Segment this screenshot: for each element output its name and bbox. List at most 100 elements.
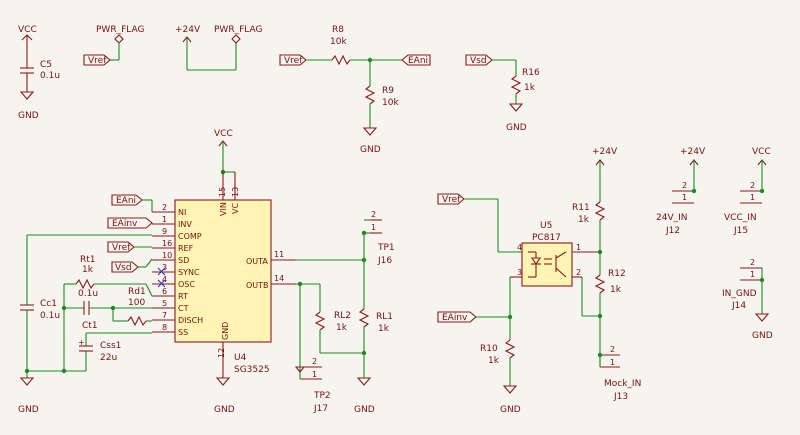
- rl2-value: 1k: [336, 323, 348, 333]
- pwr-flag-24v: +24V PWR_FLAG: [175, 25, 262, 71]
- ct1-value: 0.1u: [78, 289, 98, 299]
- u4-outa-name: OUTA: [246, 257, 268, 266]
- u4-pin-name: OSC: [178, 280, 195, 289]
- j14-pin1: 1: [750, 270, 755, 279]
- u5-pin1: 1: [576, 243, 581, 252]
- j14-value: J14: [731, 301, 746, 311]
- css1-value: 22u: [100, 353, 117, 363]
- rt1-value: 1k: [82, 265, 94, 275]
- u4-pin-name: REF: [178, 244, 194, 253]
- r12-ref: R12: [608, 269, 626, 279]
- j17-pin2: 2: [312, 357, 317, 366]
- j17-pin1: 1: [312, 370, 317, 379]
- u4-value: SG3525: [234, 365, 270, 375]
- rt1-ref: Rt1: [80, 255, 96, 265]
- gnd-label-2: GND: [360, 145, 381, 155]
- pwr-flag-vref: PWR_FLAG Vref: [83, 25, 144, 66]
- u4-vin-name: VIN: [219, 202, 228, 216]
- vsd-label-2: Vsd: [115, 263, 132, 273]
- j13-pin1: 1: [610, 358, 615, 367]
- u4-pin-name: SD: [178, 256, 189, 265]
- vcc-label-u4: VCC: [214, 129, 233, 139]
- j15-value: J15: [733, 226, 748, 236]
- css1-plus: +: [78, 338, 85, 347]
- tp1-value: J16: [377, 256, 392, 266]
- rl1-ref: RL1: [376, 312, 393, 322]
- p24-label-3: +24V: [680, 147, 706, 157]
- r9-ref: R9: [382, 86, 394, 96]
- u4-pin-name: SYNC: [178, 268, 200, 277]
- j14-in-gnd: 2 1 IN_GND J14 GND: [722, 258, 773, 341]
- j14-ref: IN_GND: [722, 289, 757, 299]
- j12-pin1: 1: [682, 193, 687, 202]
- u4-vc-name: VC: [231, 203, 240, 214]
- j13-pin2: 2: [610, 345, 615, 354]
- u5-pin2: 2: [576, 268, 581, 277]
- j13-ref: Mock_IN: [604, 379, 641, 389]
- r10-ref: R10: [480, 344, 498, 354]
- gnd-label-7: GND: [752, 331, 773, 341]
- p24-label-2: +24V: [592, 147, 618, 157]
- j12-ref: 24V_IN: [656, 213, 688, 223]
- j16-pin2: 2: [371, 210, 376, 219]
- eani-label-2: EAni: [116, 196, 136, 206]
- u5-ref: U5: [540, 221, 552, 231]
- eainv-label-2: EAinv: [442, 313, 468, 323]
- css1-ref: Css1: [100, 341, 121, 351]
- u4-pin-num: 1: [162, 215, 167, 224]
- r9-value: 10k: [382, 98, 399, 108]
- r11-ref: R11: [572, 203, 590, 213]
- u4-pin11-num: 11: [274, 250, 284, 259]
- gnd-label: GND: [18, 111, 39, 121]
- rl2-ref: RL2: [334, 311, 351, 321]
- u5-pc817: Vref 4 3 1 2 U5 PC817 EAinv R10 1k: [437, 147, 641, 415]
- vref-label-2: Vref: [284, 56, 303, 66]
- r8-ref: R8: [332, 25, 344, 35]
- vref-label-3: Vref: [112, 243, 131, 253]
- u4-pin-num: 4: [162, 275, 167, 284]
- u4-sg3525: VCC 15 13 VIN VC 2NI1INV9COMP16REF10SD3S…: [152, 129, 296, 415]
- cc1-value: 0.1u: [40, 311, 60, 321]
- rd1-ref: Rd1: [128, 287, 146, 297]
- r16-ref: R16: [522, 68, 540, 78]
- pwr-flag-label-2: PWR_FLAG: [214, 25, 262, 35]
- u4-pin14-num: 14: [274, 274, 284, 283]
- r8-r9-divider: Vref EAni R8 10k R9 10k GND: [279, 25, 431, 155]
- u4-gnd-name: GND: [221, 322, 230, 340]
- u4-pin15-num: 15: [218, 187, 227, 197]
- cc1-ref: Cc1: [40, 299, 57, 309]
- r16-value: 1k: [524, 83, 536, 93]
- j15-vcc-in: VCC 2 1 VCC_IN J15: [724, 147, 771, 236]
- rl1-value: 1k: [378, 324, 390, 334]
- u4-pin-num: 6: [162, 287, 167, 296]
- u4-body: [174, 199, 272, 343]
- vsd-label: Vsd: [470, 56, 487, 66]
- u5-pin3: 3: [517, 268, 522, 277]
- u4-pin-num: 16: [162, 239, 172, 248]
- c5-ref: C5: [40, 60, 52, 70]
- gnd-label-5: GND: [354, 405, 375, 415]
- j12-value: J12: [665, 226, 680, 236]
- gnd-label-6: GND: [500, 405, 521, 415]
- u4-left-wiring: EAni EAinv Vref Vsd Rt1 1k: [18, 194, 166, 415]
- u4-pin-name: SS: [178, 328, 188, 337]
- u4-left-pins: 2NI1INV9COMP16REF10SD3SYNC4OSC6RT5CT7DIS…: [152, 203, 203, 337]
- p24-label: +24V: [175, 25, 201, 35]
- u4-pin-name: DISCH: [178, 316, 203, 325]
- j15-pin1: 1: [750, 193, 755, 202]
- tp2-ref: TP2: [313, 391, 331, 401]
- j13-value: J13: [613, 392, 628, 402]
- c5-value: 0.1u: [40, 71, 60, 81]
- j12-pin2: 2: [682, 181, 687, 190]
- j12-24v-in: +24V 2 1 24V_IN J12: [656, 147, 706, 236]
- u4-pin12-num: 12: [217, 348, 226, 358]
- u4-pin-name: NI: [178, 208, 186, 217]
- u5-pin4: 4: [517, 243, 522, 252]
- u4-pin-num: 8: [162, 323, 167, 332]
- vref-label: Vref: [88, 56, 107, 66]
- r11-value: 1k: [578, 215, 590, 225]
- j15-ref: VCC_IN: [724, 213, 757, 223]
- ct1-ref: Ct1: [82, 321, 98, 331]
- u4-pin-num: 9: [162, 227, 167, 236]
